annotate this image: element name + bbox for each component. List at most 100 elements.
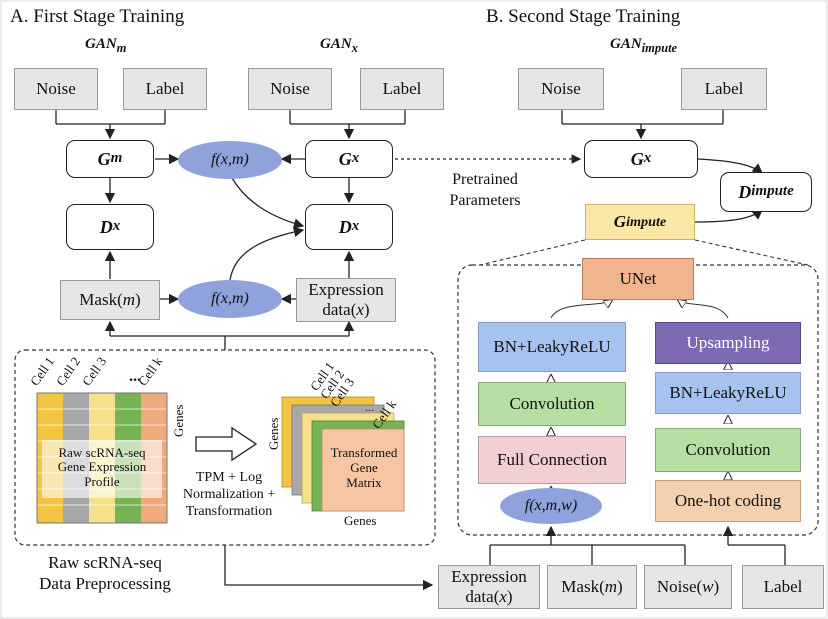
preprocess-to-expression-arrow <box>224 545 434 591</box>
tpm-label: TPM + Log Normalization + Transformation <box>174 470 284 520</box>
caption-line1: Raw scRNA-seq <box>48 553 162 572</box>
gan-x-input-connector <box>289 110 406 140</box>
gan-m-input-connector <box>55 110 166 140</box>
mask-b-prefix: Mask( <box>561 577 605 597</box>
gan-impute-base: GAN <box>610 36 642 52</box>
transformed-line3: Matrix <box>346 474 382 490</box>
preprocess-caption: Raw scRNA-seq Data Preprocessing <box>30 552 180 595</box>
noise-w-suffix: ) <box>713 577 720 597</box>
fxm-ellipse-bottom: f(x,m) <box>178 280 282 318</box>
gan-x-sub: x <box>351 41 358 55</box>
tpm-line2: Normalization + <box>182 486 276 502</box>
noise-box-gan-x: Noise <box>248 68 332 110</box>
genes-label-transformed-bottom: Genes <box>344 513 377 528</box>
transformed-line2: Gene <box>350 459 378 475</box>
noise-w-box: Noise(w) <box>644 565 732 609</box>
mask-m-box: Mask(m) <box>60 280 160 320</box>
gan-m-label: GANm <box>85 36 126 56</box>
expression-b-prefix: data( <box>465 587 500 606</box>
gan-impute-input-connector <box>561 110 724 140</box>
dx-left-base: D <box>99 216 113 237</box>
zoom-line-left <box>479 239 586 266</box>
gx-to-dimpute-arrow <box>697 158 764 174</box>
gm-base: G <box>97 148 111 169</box>
mask-var: m <box>122 290 136 310</box>
convolution-left: Convolution <box>478 382 626 426</box>
gan-m-sub: m <box>116 41 127 55</box>
raw-profile-line3: Profile <box>84 473 120 489</box>
pretrained-line1: Pretrained <box>452 171 518 188</box>
tpm-line3: Transformation <box>185 503 273 519</box>
pretrained-params-label: Pretrained Parameters <box>440 170 530 212</box>
full-connection-box: Full Connection <box>478 436 626 484</box>
section-a-title: A. First Stage Training <box>10 6 185 27</box>
gx-b-base: G <box>630 148 644 169</box>
gimpute-to-dimpute-arrow <box>694 209 764 223</box>
gan-impute-sub: impute <box>641 41 678 55</box>
transformed-line1: Transformed <box>330 445 398 460</box>
raw-profile-line1: Raw scRNA-seq <box>58 445 146 460</box>
expression-line2: data(x) <box>322 300 369 320</box>
convolution-right: Convolution <box>655 428 801 472</box>
expression-data-box-a: Expression data(x) <box>296 278 396 322</box>
expression-b-line2: data(x) <box>465 587 512 607</box>
transform-arrow <box>195 426 258 462</box>
dx-right-sub: x <box>351 218 360 235</box>
mask-b-var: m <box>604 577 618 597</box>
noise-w-var: w <box>702 577 714 597</box>
tpm-line1: TPM + Log <box>195 470 263 485</box>
onehot-box: One-hot coding <box>655 480 801 522</box>
expression-b-suffix: ) <box>506 587 513 606</box>
gimpute-base: G <box>613 212 627 232</box>
expression-prefix: data( <box>322 300 357 319</box>
unet-box: UNet <box>582 258 694 300</box>
section-b-title: B. Second Stage Training <box>486 6 681 27</box>
noise-box-gan-impute: Noise <box>518 68 604 110</box>
gimpute-dashed-box <box>457 264 819 536</box>
caption-line2: Data Preprocessing <box>39 574 171 594</box>
expression-line1: Expression <box>308 280 384 300</box>
bn-leakyrelu-left: BN+LeakyReLU <box>478 322 626 372</box>
gan-x-label: GANx <box>320 36 358 56</box>
label-box-b-bottom: Label <box>742 565 824 609</box>
mask-prefix: Mask( <box>79 290 123 310</box>
zoom-line-right <box>694 239 809 266</box>
gm-sub: m <box>110 150 123 167</box>
noise-box-gan-m: Noise <box>14 68 98 110</box>
fxm-lower-to-dx-curve <box>229 226 305 281</box>
raw-matrix <box>36 392 168 524</box>
gx-sub: x <box>351 150 360 167</box>
label-box-gan-impute: Label <box>681 68 767 110</box>
fxmw-ellipse: f(x,m,w) <box>500 488 602 524</box>
gimpute-sub: impute <box>626 213 667 230</box>
mask-b-suffix: ) <box>617 577 623 597</box>
genes-label-transformed-side: Genes <box>266 417 281 451</box>
expression-b-line1: Expression <box>451 567 527 587</box>
expression-var: x <box>356 300 364 319</box>
transformed-label: Transformed Gene Matrix <box>326 445 402 491</box>
gx-base: G <box>338 148 352 169</box>
dimpute-base: D <box>738 181 752 202</box>
gan-m-base: GAN <box>85 36 117 52</box>
dx-left-sub: x <box>112 218 121 235</box>
raw-profile-line2: Gene Expression <box>57 459 147 475</box>
fxm-ellipse-top: f(x,m) <box>178 141 282 179</box>
mask-m-box-b: Mask(m) <box>547 565 637 609</box>
preprocess-output-connector <box>104 320 355 350</box>
bottom-input-connector <box>489 525 786 565</box>
expression-b-var: x <box>499 587 507 606</box>
label-box-gan-x: Label <box>360 68 444 110</box>
noise-w-prefix: Noise( <box>656 577 703 597</box>
cell-ellipsis: ... <box>129 368 141 385</box>
gan-x-base: GAN <box>320 36 352 52</box>
upsampling-box: Upsampling <box>655 322 801 364</box>
